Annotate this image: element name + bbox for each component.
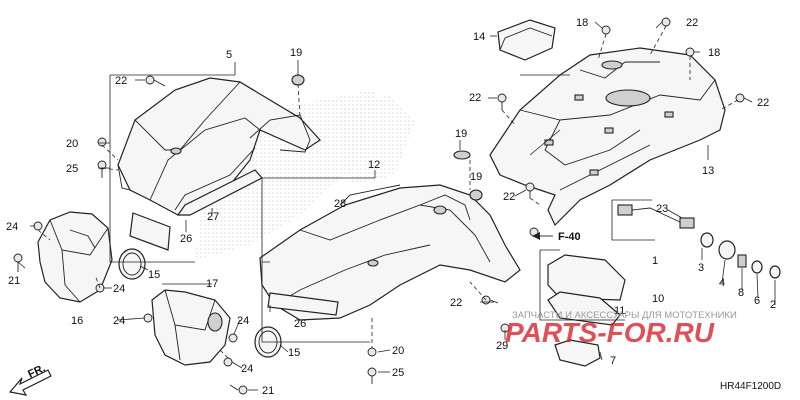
rear-fender-part: [259, 184, 521, 321]
pad-part-left: [129, 212, 171, 251]
callout-29: 29: [496, 340, 508, 352]
callout-28: 28: [334, 198, 346, 210]
callouts: 5 22 19 20 25 27 26 24 21 15 24 16 17 24…: [6, 17, 776, 397]
callout-24d: 24: [237, 315, 249, 327]
f40-reference: F-40: [532, 231, 581, 243]
storage-lid-part: [497, 19, 556, 61]
callout-4: 4: [719, 277, 725, 289]
callout-24b: 24: [113, 283, 125, 295]
callout-18b: 18: [708, 47, 720, 59]
callout-25: 25: [66, 163, 78, 175]
clip-part: [737, 254, 747, 268]
front-bracket-part: [176, 114, 311, 216]
callout-27: 27: [207, 211, 219, 223]
watermark-logo: PARTS-FOR.RU: [505, 317, 715, 348]
callout-5: 5: [226, 49, 232, 61]
callout-24c: 24: [113, 315, 125, 327]
callout-26b: 26: [294, 318, 306, 330]
callout-20: 20: [66, 138, 78, 150]
callout-17: 17: [206, 278, 218, 290]
callout-11: 11: [614, 305, 625, 317]
callout-6: 6: [754, 295, 760, 307]
callout-22c: 22: [469, 92, 481, 104]
rear-inner-cover-part: [151, 289, 231, 366]
diagram-code: HR44F1200D: [720, 381, 781, 392]
grommet-19b: [453, 150, 471, 160]
bracket-part-7: [554, 339, 601, 367]
callout-26: 26: [180, 233, 192, 245]
callout-22d: 22: [503, 191, 515, 203]
callout-10: 10: [652, 293, 664, 305]
pad-part-right: [267, 292, 339, 316]
callout-24e: 24: [241, 363, 253, 375]
leader-lines: [17, 21, 776, 391]
dotted-background-right: [340, 95, 415, 185]
callout-23: 23: [656, 203, 668, 215]
callout-12: 12: [368, 159, 380, 171]
side-cover-part: [547, 254, 626, 301]
watermark-text: ЗАПЧАСТИ И АКСЕССУАРЫ ДЛЯ МОТОТЕХНИКИ: [512, 310, 737, 321]
rear-carrier-cover-part: [489, 47, 726, 227]
front-inner-cover-part: [37, 211, 113, 303]
grommet-19c: [469, 189, 483, 201]
callout-13: 13: [702, 165, 714, 177]
callout-22b: 22: [450, 297, 462, 309]
callout-16: 16: [71, 315, 83, 327]
callout-2: 2: [770, 299, 776, 311]
front-fender-part: [117, 77, 321, 216]
callout-8: 8: [738, 287, 744, 299]
grommet-19a: [291, 74, 305, 86]
callout-15: 15: [148, 269, 160, 281]
callout-20b: 20: [392, 345, 404, 357]
callout-21: 21: [8, 275, 20, 287]
grommet-part: [700, 232, 714, 248]
callout-14: 14: [473, 31, 485, 43]
sleeve-part: [718, 240, 736, 260]
callout-18: 18: [576, 17, 588, 29]
washer-part: [751, 260, 763, 274]
side-cover-inner-part: [547, 291, 621, 326]
callout-19b: 19: [455, 128, 467, 140]
front-direction-arrow: FR.: [8, 362, 52, 396]
callout-22e: 22: [686, 17, 698, 29]
callout-19c: 19: [470, 171, 482, 183]
nut-part: [769, 265, 781, 279]
wire-harness-part: [617, 204, 695, 229]
callout-24: 24: [6, 221, 18, 233]
callout-3: 3: [698, 262, 704, 274]
callout-19: 19: [290, 47, 302, 59]
watermark: ЗАПЧАСТИ И АКСЕССУАРЫ ДЛЯ МОТОТЕХНИКИ PA…: [505, 310, 737, 348]
callout-22: 22: [115, 75, 127, 87]
callout-25b: 25: [392, 367, 404, 379]
callout-22f: 22: [757, 97, 769, 109]
callout-21b: 21: [262, 385, 274, 397]
callout-7: 7: [610, 355, 616, 367]
ref-label: F-40: [558, 231, 581, 243]
callout-15b: 15: [288, 347, 300, 359]
callout-1: 1: [652, 255, 658, 267]
